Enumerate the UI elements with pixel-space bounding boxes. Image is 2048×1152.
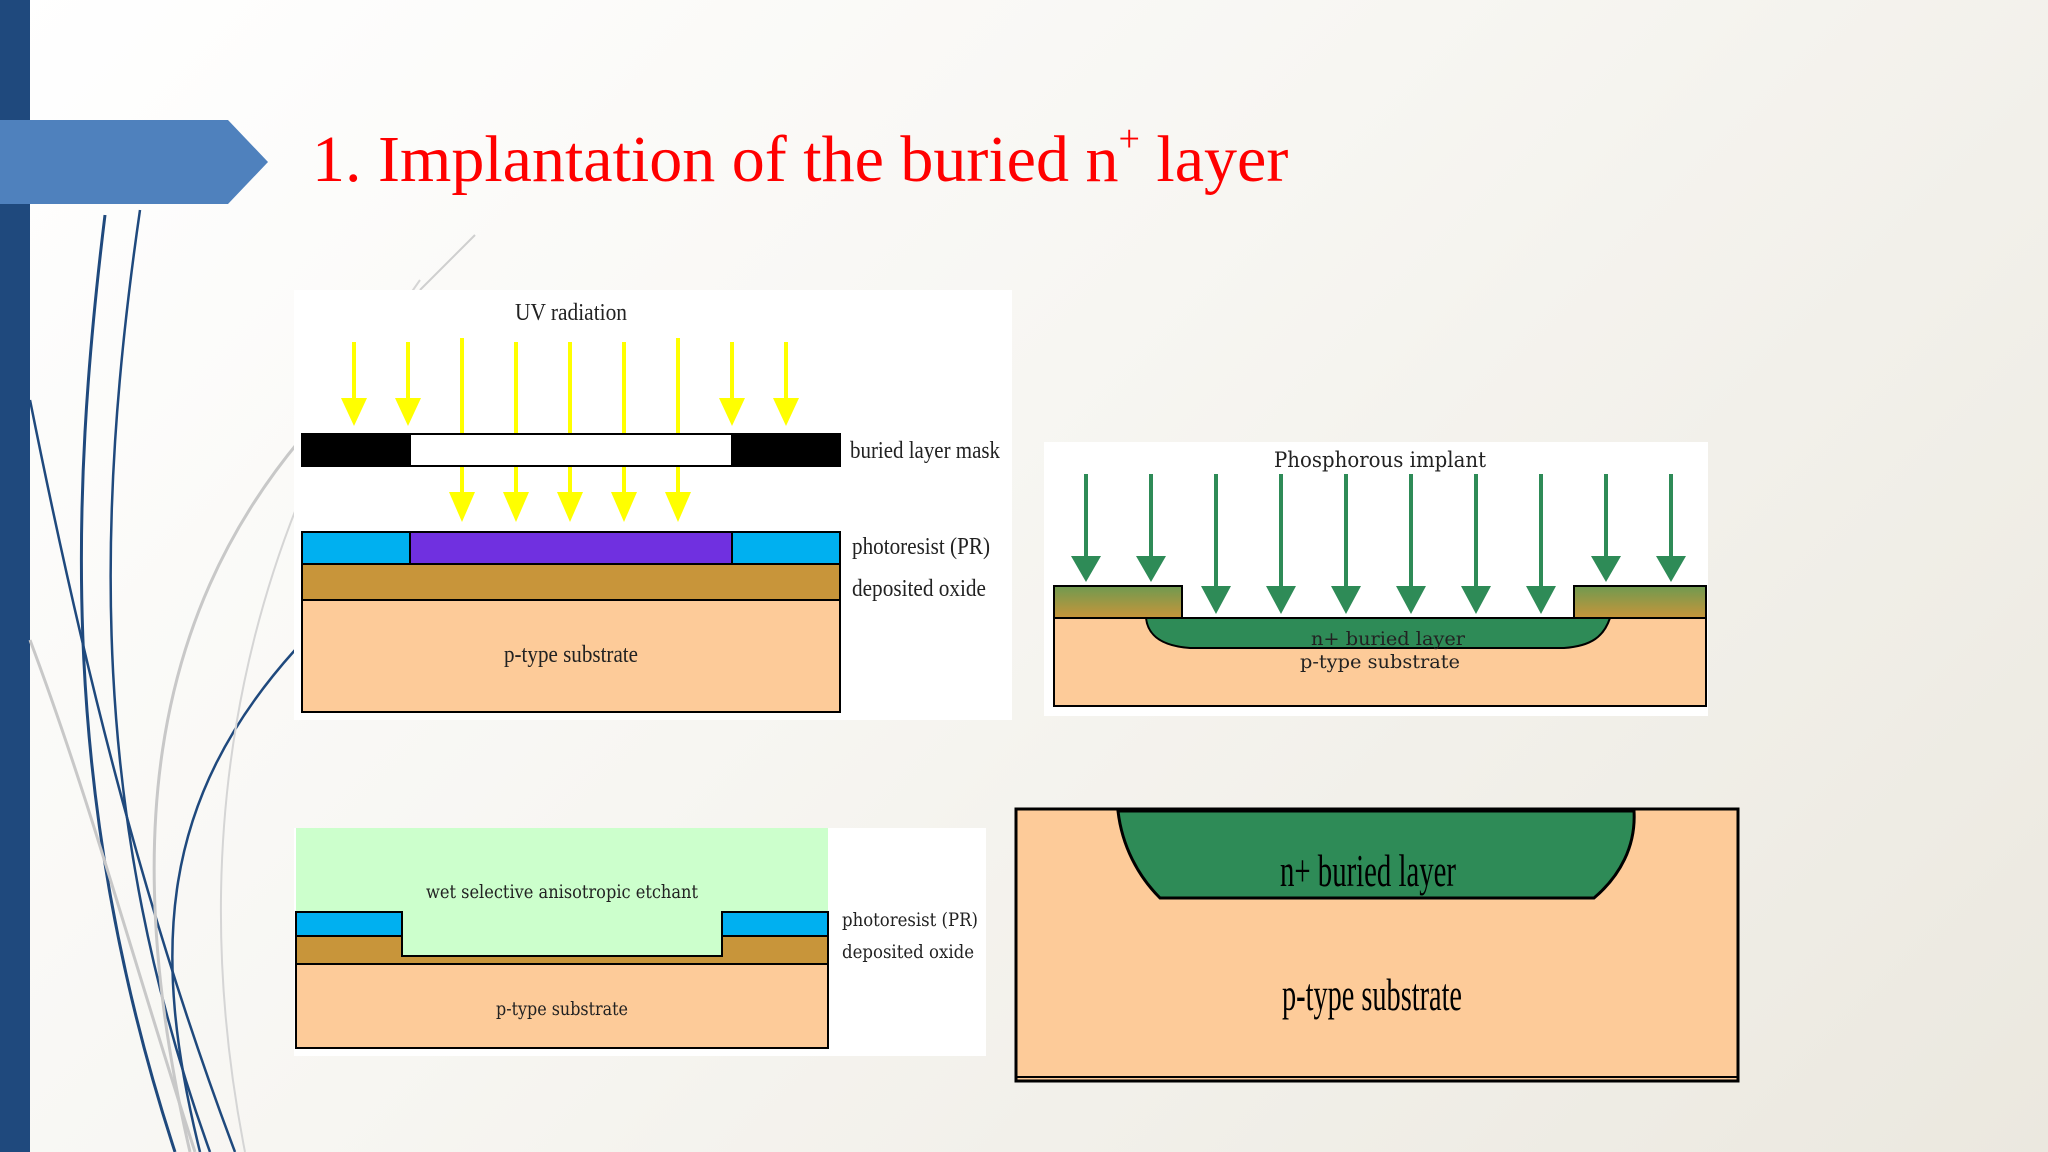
title-superscript: + bbox=[1118, 118, 1140, 160]
title-number: 1. bbox=[312, 123, 362, 196]
uv-arrow-icon bbox=[449, 338, 475, 522]
etch-substrate-label: p-type substrate bbox=[496, 998, 628, 1020]
implant-arrow-icon bbox=[1201, 474, 1231, 614]
implant-arrow-icon bbox=[1331, 474, 1361, 614]
buried-layer-mask bbox=[301, 433, 841, 467]
etchant-label: wet selective anisotropic etchant bbox=[426, 881, 698, 903]
substrate-label: p-type substrate bbox=[504, 642, 638, 668]
uv-arrows bbox=[341, 338, 799, 522]
etch-pr-label: photoresist (PR) bbox=[842, 909, 978, 931]
title-tab-arrow-icon bbox=[0, 120, 268, 204]
uv-arrow-icon bbox=[773, 342, 799, 426]
implant-substrate-label: p-type substrate bbox=[1300, 651, 1460, 673]
implant-buried-label: n+ buried layer bbox=[1311, 628, 1466, 650]
implant-oxide-right bbox=[1573, 585, 1707, 619]
uv-radiation-label: UV radiation bbox=[515, 300, 627, 326]
oxide-layer bbox=[301, 563, 841, 601]
substrate bbox=[301, 599, 841, 713]
implant-oxide-left bbox=[1053, 585, 1183, 619]
oxide-label: deposited oxide bbox=[852, 576, 986, 602]
diagram-uv-exposure: UV radiation buried layer mask photoresi… bbox=[294, 290, 1012, 720]
implant-arrows bbox=[1071, 474, 1686, 614]
photoresist-layer bbox=[301, 531, 841, 565]
etch-pr-left bbox=[295, 911, 403, 937]
title-text: Implantation of the buried n bbox=[378, 123, 1119, 196]
etch-substrate bbox=[295, 963, 829, 1049]
uv-arrow-icon bbox=[611, 342, 637, 522]
implant-arrow-icon bbox=[1591, 474, 1621, 582]
implant-arrow-icon bbox=[1136, 474, 1166, 582]
implant-arrow-icon bbox=[1526, 474, 1556, 614]
implant-arrow-icon bbox=[1266, 474, 1296, 614]
implant-arrow-icon bbox=[1396, 474, 1426, 614]
uv-arrow-icon bbox=[719, 342, 745, 426]
result-substrate-label: p-type substrate bbox=[1282, 969, 1462, 1020]
implant-label: Phosphorous implant bbox=[1274, 448, 1487, 472]
diagram-buried-layer-result: n+ buried layer p-type substrate bbox=[1014, 806, 1740, 1086]
implant-arrow-icon bbox=[1071, 474, 1101, 582]
etch-oxide-label: deposited oxide bbox=[842, 941, 974, 963]
result-buried-label: n+ buried layer bbox=[1280, 845, 1456, 896]
pr-label: photoresist (PR) bbox=[852, 534, 990, 560]
implant-arrow-icon bbox=[1461, 474, 1491, 614]
mask-label: buried layer mask bbox=[850, 438, 1000, 464]
result-buried-layer bbox=[1116, 809, 1636, 900]
uv-arrow-icon bbox=[557, 342, 583, 522]
uv-arrow-icon bbox=[341, 342, 367, 426]
implant-arrow-icon bbox=[1656, 474, 1686, 582]
implant-buried-layer bbox=[1144, 617, 1612, 649]
diagram-wet-etch: wet selective anisotropic etchant photor… bbox=[294, 828, 986, 1056]
uv-arrow-icon bbox=[665, 338, 691, 522]
etch-pr-right bbox=[721, 911, 829, 937]
uv-arrow-icon bbox=[395, 342, 421, 426]
page-title: 1. Implantation of the buried n+ layer bbox=[312, 118, 1288, 202]
diagram-phosphorous-implant: Phosphorous implant n+ buried layer p-ty… bbox=[1044, 442, 1708, 716]
title-suffix: layer bbox=[1139, 123, 1289, 196]
decorative-curves bbox=[28, 209, 476, 1152]
uv-arrow-icon bbox=[503, 342, 529, 522]
